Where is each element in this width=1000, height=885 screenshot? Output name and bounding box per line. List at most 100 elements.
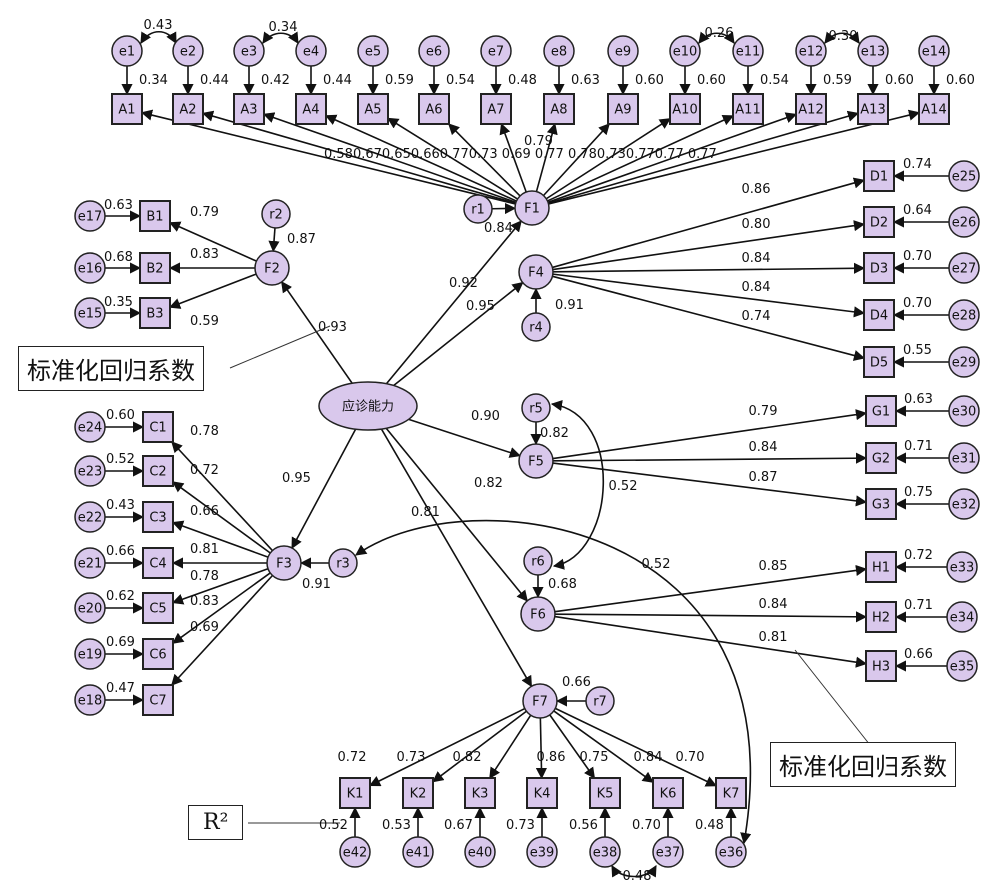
loading-c4: 0.81 bbox=[190, 542, 219, 557]
path-f1-to-a8 bbox=[535, 122, 558, 192]
path-core-to-f7 bbox=[380, 428, 533, 688]
path-core-to-f6 bbox=[385, 427, 528, 602]
loading-d1: 0.86 bbox=[742, 182, 771, 197]
loading-k1: 0.72 bbox=[338, 750, 367, 765]
svg-text:F5: F5 bbox=[528, 455, 544, 470]
factor-f2: F2 bbox=[254, 250, 290, 286]
r2-k2: 0.53 bbox=[382, 818, 411, 833]
cov-e3-e4 bbox=[262, 31, 299, 44]
r2-a3: 0.42 bbox=[261, 73, 290, 88]
factor-f4: F4 bbox=[518, 254, 554, 290]
svg-text:F7: F7 bbox=[532, 695, 548, 710]
svg-text:e12: e12 bbox=[799, 45, 824, 60]
r2-f1: 0.84 bbox=[484, 221, 513, 236]
indicator-a1: A1 bbox=[111, 93, 143, 125]
loading-h1: 0.85 bbox=[759, 559, 788, 574]
indicator-k4: K4 bbox=[526, 777, 558, 809]
cov-label-e10-e11: 0.26 bbox=[705, 26, 734, 41]
loadings-a-row: 0.580.670.650.660.770.73 0.69 0.77 0.780… bbox=[324, 147, 717, 162]
error-e37: e37 bbox=[652, 836, 684, 868]
error-e4: e4 bbox=[295, 35, 327, 67]
svg-text:K5: K5 bbox=[597, 787, 614, 802]
r2-d3: 0.70 bbox=[903, 249, 932, 264]
loading-k3: 0.82 bbox=[453, 750, 482, 765]
svg-text:e1: e1 bbox=[119, 45, 135, 60]
svg-text:e6: e6 bbox=[426, 45, 442, 60]
r2-h2: 0.71 bbox=[904, 598, 933, 613]
indicator-c5: C5 bbox=[142, 592, 174, 624]
error-e15: e15 bbox=[74, 297, 106, 329]
error-e3: e3 bbox=[233, 35, 265, 67]
indicator-d3: D3 bbox=[863, 252, 895, 284]
path-f2-to-b1 bbox=[168, 221, 257, 262]
path-core-to-f2 bbox=[281, 281, 353, 384]
indicator-c1: C1 bbox=[142, 411, 174, 443]
error-e8: e8 bbox=[543, 35, 575, 67]
svg-text:e7: e7 bbox=[488, 45, 504, 60]
cov-label-e38-e37: 0.48 bbox=[623, 869, 652, 884]
indicator-h1: H1 bbox=[865, 551, 897, 583]
path-f1-to-a5 bbox=[387, 117, 518, 200]
error-e21: e21 bbox=[74, 547, 106, 579]
error-e33: e33 bbox=[946, 551, 978, 583]
r2-a14: 0.60 bbox=[946, 73, 975, 88]
svg-text:K6: K6 bbox=[660, 787, 677, 802]
path-core-to-f3 bbox=[291, 428, 357, 549]
svg-text:e2: e2 bbox=[180, 45, 196, 60]
coef-core-f7: 0.81 bbox=[411, 505, 440, 520]
r2-k7: 0.48 bbox=[695, 818, 724, 833]
svg-text:D5: D5 bbox=[870, 356, 888, 371]
residual-r2: r2 bbox=[261, 199, 291, 229]
path-f1-to-a7 bbox=[499, 122, 527, 193]
cov-label-e3-e4: 0.34 bbox=[269, 20, 298, 35]
error-e39: e39 bbox=[526, 836, 558, 868]
svg-text:D1: D1 bbox=[870, 170, 888, 185]
coef-core-f2: 0.93 bbox=[318, 320, 347, 335]
svg-text:H1: H1 bbox=[872, 561, 890, 576]
loading-c5: 0.78 bbox=[190, 569, 219, 584]
r2-a5: 0.59 bbox=[385, 73, 414, 88]
indicator-k5: K5 bbox=[589, 777, 621, 809]
cov-e10-e11 bbox=[698, 31, 735, 44]
svg-text:F3: F3 bbox=[276, 557, 292, 572]
svg-text:应诊能力: 应诊能力 bbox=[342, 399, 394, 415]
error-e27: e27 bbox=[948, 252, 980, 284]
error-e26: e26 bbox=[948, 206, 980, 238]
path-f5-to-g1 bbox=[552, 409, 868, 460]
error-e10: e10 bbox=[669, 35, 701, 67]
svg-text:F6: F6 bbox=[530, 608, 546, 623]
r2-g1: 0.63 bbox=[904, 392, 933, 407]
coef-core-f1: 0.92 bbox=[449, 276, 478, 291]
path-f7-to-k4 bbox=[535, 717, 548, 780]
svg-text:C2: C2 bbox=[149, 465, 166, 480]
error-e41: e41 bbox=[402, 836, 434, 868]
path-f1-to-a11 bbox=[547, 114, 735, 202]
path-f7-to-k3 bbox=[489, 714, 532, 779]
factor-f1: F1 bbox=[514, 190, 550, 226]
callout-std-coef-right: 标准化回归系数 bbox=[770, 742, 956, 787]
r2-d2: 0.64 bbox=[903, 203, 932, 218]
path-f7-to-k1 bbox=[368, 707, 526, 787]
r2-k6: 0.70 bbox=[632, 818, 661, 833]
svg-text:e22: e22 bbox=[78, 511, 103, 526]
loading-d5: 0.74 bbox=[742, 309, 771, 324]
indicator-a5: A5 bbox=[357, 93, 389, 125]
svg-text:e15: e15 bbox=[78, 307, 103, 322]
r2-f4: 0.91 bbox=[555, 298, 584, 313]
indicator-a12: A12 bbox=[795, 93, 827, 125]
coef-core-f5: 0.90 bbox=[471, 409, 500, 424]
r2-a10: 0.60 bbox=[697, 73, 726, 88]
svg-text:e34: e34 bbox=[950, 611, 975, 626]
indicator-h2: H2 bbox=[865, 601, 897, 633]
cov-e1-e2 bbox=[140, 30, 177, 44]
indicator-c2: C2 bbox=[142, 455, 174, 487]
error-e28: e28 bbox=[948, 299, 980, 331]
path-f3-to-c6 bbox=[172, 572, 271, 644]
r2-a4: 0.44 bbox=[323, 73, 352, 88]
svg-text:e41: e41 bbox=[406, 846, 431, 861]
svg-text:e4: e4 bbox=[303, 45, 319, 60]
r2-d1: 0.74 bbox=[903, 157, 932, 172]
r2-f7: 0.66 bbox=[562, 675, 591, 690]
path-core-to-f4 bbox=[393, 281, 524, 387]
